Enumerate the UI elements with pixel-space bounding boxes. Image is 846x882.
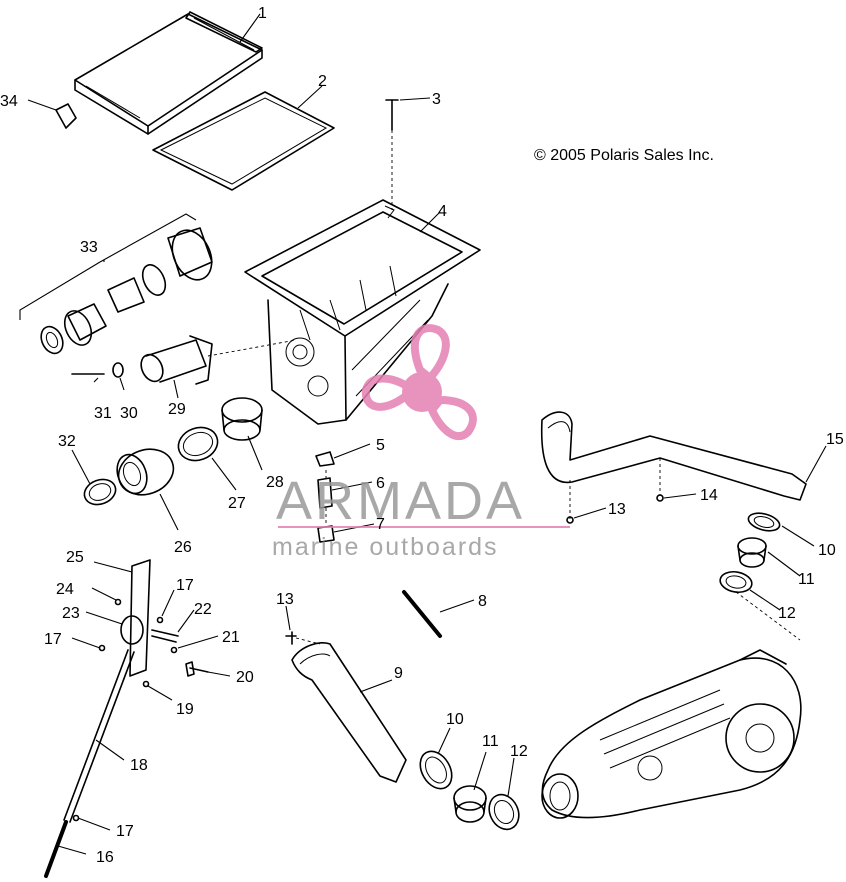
- part-4-airbox-housing: [244, 199, 481, 425]
- callout-label: 13: [608, 501, 626, 518]
- part-19-fitting: [142, 680, 150, 688]
- part-6-sleeve: [317, 477, 333, 509]
- callout-label: 9: [394, 665, 403, 682]
- callout-label: 10: [446, 711, 464, 728]
- part-26-boot: [116, 448, 175, 496]
- callout-label: 11: [798, 571, 815, 588]
- part-34-clip: [27, 99, 77, 129]
- part-17-clamp-bottom: [72, 814, 80, 822]
- callout-label: 32: [58, 433, 76, 450]
- part-3-screw: [385, 99, 399, 210]
- propeller-logo-icon: [361, 324, 477, 441]
- callout-label: 21: [222, 629, 240, 646]
- part-13-screw-upper: [566, 516, 574, 524]
- part-29-inlet-tube: [140, 335, 297, 385]
- callout-label: 18: [130, 757, 148, 774]
- part-18-breather-hose: [63, 649, 135, 823]
- callout-label: 30: [120, 405, 138, 422]
- callout-label: 28: [266, 474, 284, 491]
- part-9-intake-duct: [285, 631, 407, 783]
- callout-label: 19: [176, 701, 194, 718]
- callout-label: 33: [80, 239, 98, 256]
- callout-label: 34: [0, 93, 18, 110]
- callout-label: 17: [176, 577, 194, 594]
- part-12-clamp-lower: [488, 793, 520, 831]
- part-11-coupler-lower: [453, 785, 487, 823]
- part-23-filter: [120, 615, 144, 645]
- part-33-filter-assembly: [19, 213, 213, 355]
- watermark: ARMADA marine outboards: [272, 324, 570, 561]
- callout-label: 29: [168, 401, 186, 418]
- part-25-bracket: [129, 559, 151, 677]
- callout-label: 27: [228, 495, 246, 512]
- callout-label: 12: [778, 605, 796, 622]
- callout-label: 3: [432, 91, 441, 108]
- callout-label: 5: [376, 437, 385, 454]
- part-16-hose: [44, 820, 68, 878]
- part-8-hose: [402, 590, 442, 638]
- part-17-clamp-left: [98, 644, 106, 652]
- part-14-screw: [656, 494, 664, 502]
- part-10-clamp-right: [747, 512, 781, 532]
- part-32-clamp: [83, 478, 117, 506]
- part-17-clamp-top: [156, 616, 164, 624]
- callout-label: 16: [96, 849, 114, 866]
- callout-label: 2: [318, 73, 327, 90]
- callout-label: 1: [258, 5, 267, 22]
- part-20-bolt: [185, 661, 209, 677]
- part-15-upper-duct: [540, 411, 807, 520]
- part-30-grommet: [112, 362, 124, 378]
- part-11-coupler-right: [737, 537, 767, 568]
- watermark-brand: ARMADA: [276, 471, 525, 531]
- callout-label: 14: [700, 487, 718, 504]
- clutch-cover: [541, 649, 802, 819]
- callout-label: 25: [66, 549, 84, 566]
- part-5-clip: [315, 451, 335, 467]
- callout-label: 12: [510, 743, 528, 760]
- part-2-gasket: [152, 91, 335, 191]
- copyright-notice: © 2005 Polaris Sales Inc.: [534, 147, 714, 164]
- callout-label: 10: [818, 542, 836, 559]
- part-27-clamp: [177, 426, 219, 462]
- part-10-clamp-lower: [419, 750, 453, 790]
- callout-label: 26: [174, 539, 192, 556]
- callout-labels: 1 2 3 4 5 6 7 8 9 10 10 11 11 12 12 13 1…: [0, 5, 844, 866]
- part-1-airbox-cover: [74, 11, 263, 135]
- callout-label: 7: [376, 516, 385, 533]
- callout-label: 17: [44, 631, 62, 648]
- callout-label: 15: [826, 431, 844, 448]
- callout-label: 20: [236, 669, 254, 686]
- part-24-screw: [114, 598, 122, 606]
- part-28-coupler: [221, 397, 263, 441]
- callout-label: 31: [94, 405, 112, 422]
- callout-label: 23: [62, 605, 80, 622]
- callout-label: 11: [482, 733, 499, 750]
- callout-label: 8: [478, 593, 487, 610]
- part-22-fitting: [151, 629, 179, 643]
- part-12-clamp-right: [719, 570, 801, 641]
- leader-lines: [57, 13, 827, 855]
- callout-label: 13: [276, 591, 294, 608]
- callout-label: 22: [194, 601, 212, 618]
- callout-label: 17: [116, 823, 134, 840]
- callout-label: 4: [438, 203, 447, 220]
- callout-label: 6: [376, 475, 385, 492]
- part-21-fitting: [170, 646, 178, 654]
- watermark-tagline: marine outboards: [272, 533, 499, 561]
- callout-label: 24: [56, 581, 74, 598]
